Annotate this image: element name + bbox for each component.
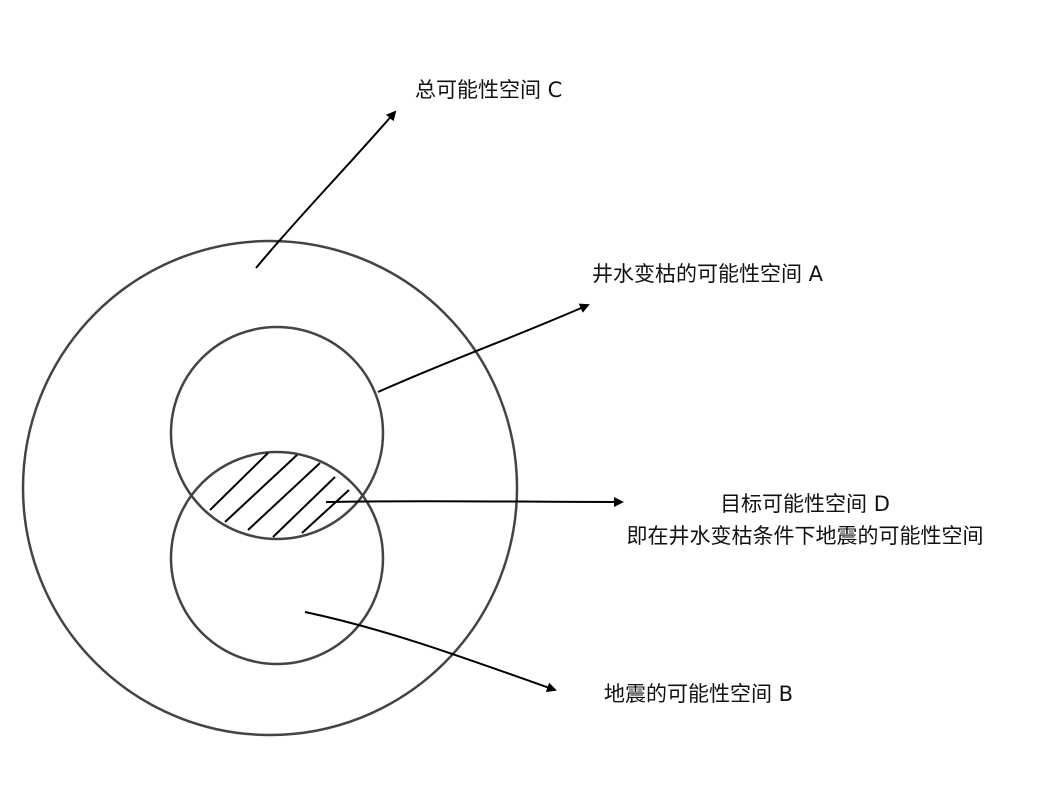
arrow-to-a xyxy=(377,303,590,393)
label-d-line2: 即在井水变枯条件下地震的可能性空间 xyxy=(626,524,984,548)
label-earthquake-space-b: 地震的可能性空间 B xyxy=(604,682,794,706)
circle-well-dry-space-a xyxy=(169,325,385,541)
circle-total-space-c xyxy=(21,239,519,737)
hatched-intersection-d xyxy=(209,452,350,538)
label-target-space-d: 目标可能性空间 D 即在井水变枯条件下地震的可能性空间 xyxy=(565,488,1045,550)
arrow-to-b xyxy=(304,611,557,693)
circle-earthquake-space-b xyxy=(169,450,385,666)
arrow-to-d xyxy=(325,496,624,507)
arrow-to-c xyxy=(255,110,397,269)
label-d-line1: 目标可能性空间 D xyxy=(720,492,890,516)
label-total-space-c: 总可能性空间 C xyxy=(415,78,563,102)
label-well-dry-space-a: 井水变枯的可能性空间 A xyxy=(592,262,824,286)
